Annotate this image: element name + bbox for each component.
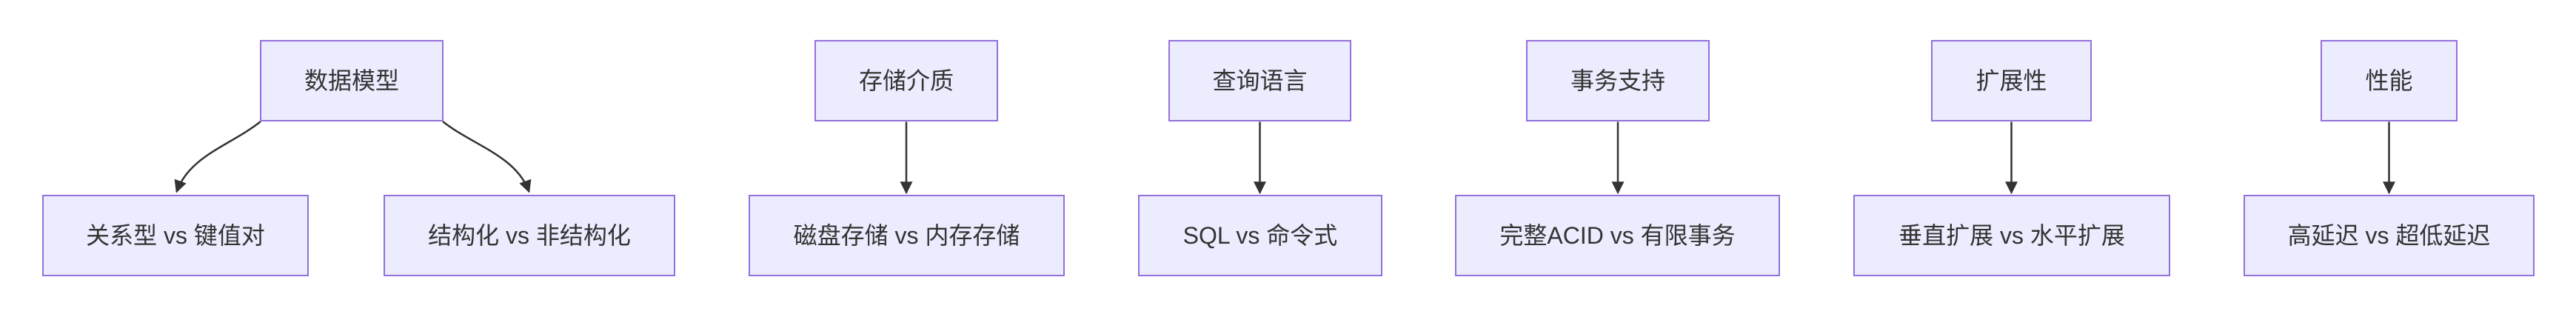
node-disk-vs-memory-label: 磁盘存储 vs 内存存储 (793, 221, 1020, 249)
node-scalability-label: 扩展性 (1976, 67, 2047, 94)
node-acid-vs-limited-label: 完整ACID vs 有限事务 (1499, 221, 1736, 249)
node-high-vs-ultralow-latency: 高延迟 vs 超低延迟 (2244, 195, 2535, 276)
node-relational-vs-keyvalue: 关系型 vs 键值对 (42, 195, 309, 276)
node-acid-vs-limited: 完整ACID vs 有限事务 (1455, 195, 1780, 276)
node-vertical-vs-horizontal: 垂直扩展 vs 水平扩展 (1853, 195, 2170, 276)
node-performance-label: 性能 (2365, 67, 2413, 94)
node-query-language-label: 查询语言 (1212, 67, 1308, 94)
node-data-model: 数据模型 (260, 40, 444, 121)
node-disk-vs-memory: 磁盘存储 vs 内存存储 (749, 195, 1065, 276)
node-vertical-vs-horizontal-label: 垂直扩展 vs 水平扩展 (1898, 221, 2125, 249)
node-performance: 性能 (2321, 40, 2458, 121)
node-relational-vs-keyvalue-label: 关系型 vs 键值对 (86, 221, 265, 249)
node-high-vs-ultralow-latency-label: 高延迟 vs 超低延迟 (2287, 221, 2491, 249)
node-transaction-support-label: 事务支持 (1570, 67, 1665, 94)
node-scalability: 扩展性 (1931, 40, 2092, 121)
edge-data-model-to-relational-vs-keyvalue (174, 121, 261, 193)
node-structured-vs-unstructured-label: 结构化 vs 非结构化 (428, 221, 631, 249)
node-query-language: 查询语言 (1168, 40, 1351, 121)
node-storage-medium-label: 存储介质 (858, 67, 954, 94)
edge-data-model-to-structured-vs-unstructured (442, 121, 532, 193)
node-structured-vs-unstructured: 结构化 vs 非结构化 (384, 195, 675, 276)
node-transaction-support: 事务支持 (1526, 40, 1710, 121)
node-sql-vs-imperative-label: SQL vs 命令式 (1182, 221, 1338, 249)
node-sql-vs-imperative: SQL vs 命令式 (1138, 195, 1382, 276)
node-data-model-label: 数据模型 (304, 67, 399, 94)
node-storage-medium: 存储介质 (814, 40, 998, 121)
